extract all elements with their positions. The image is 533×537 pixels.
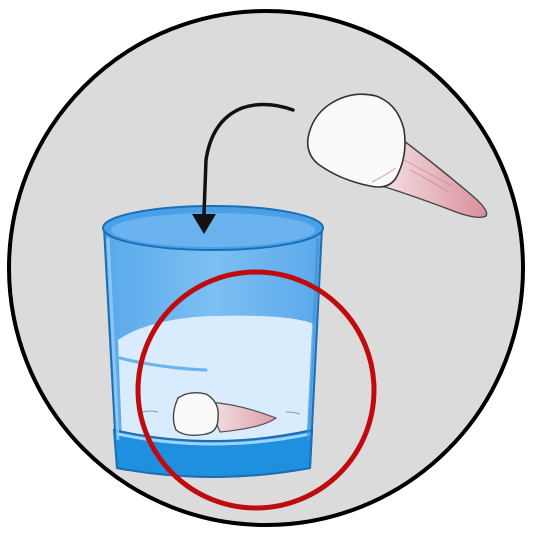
water-glass-icon	[103, 206, 323, 477]
